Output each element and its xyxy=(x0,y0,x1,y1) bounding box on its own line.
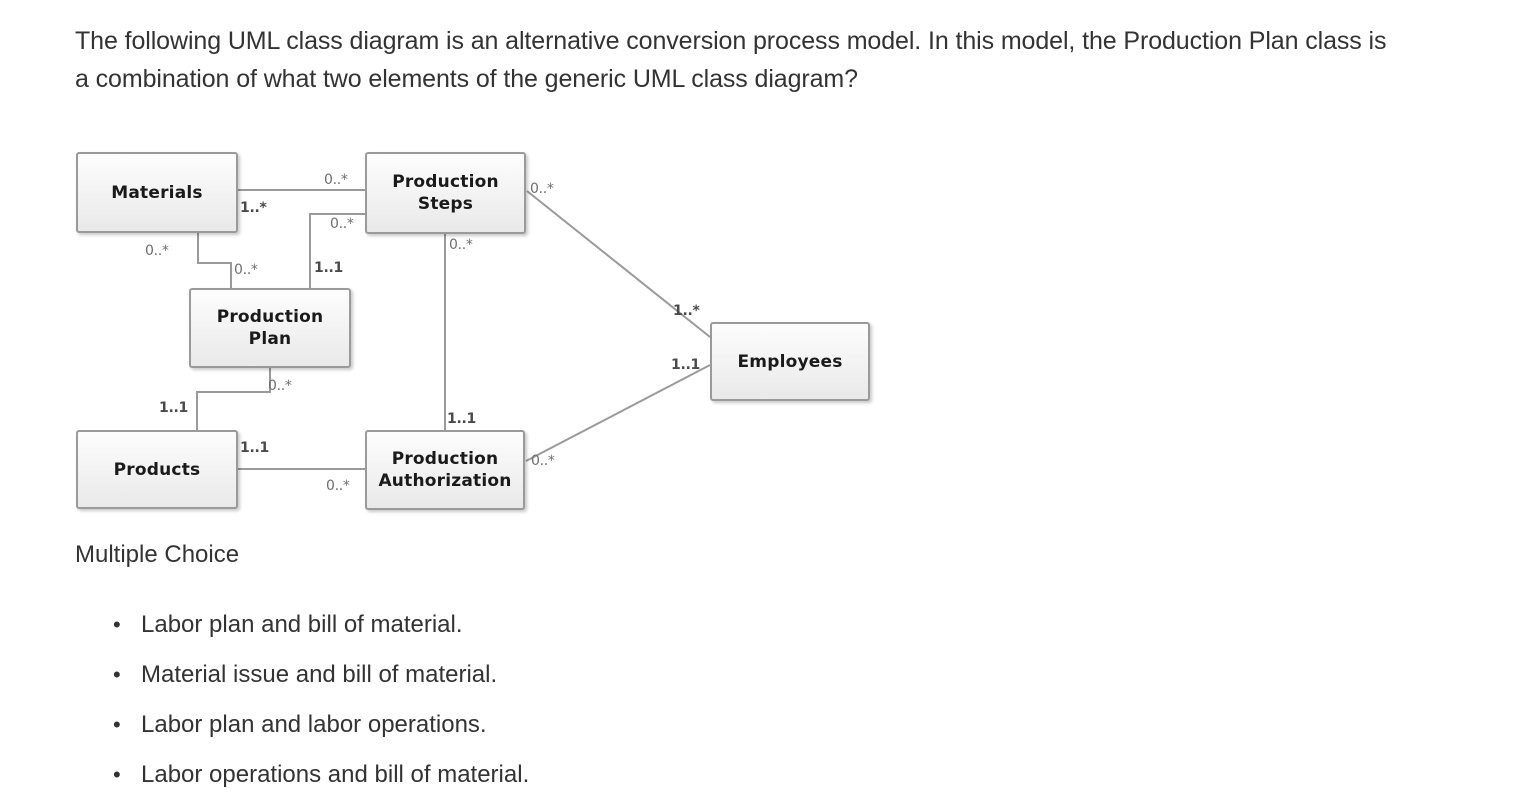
multiplicity-products-auth-source: 1..1 xyxy=(240,440,269,456)
multiplicity-materials-plan-target: 0..* xyxy=(234,262,258,278)
multiplicity-auth-employees-source: 0..* xyxy=(531,453,555,469)
answer-options-list: Labor plan and bill of material. Materia… xyxy=(75,600,1013,800)
multiplicity-plan-products-target: 1..1 xyxy=(159,400,188,416)
answer-option[interactable]: Material issue and bill of material. xyxy=(113,650,1013,700)
answer-option[interactable]: Labor plan and labor operations. xyxy=(113,700,1013,750)
uml-class-production-steps[interactable]: Production Steps xyxy=(365,152,526,234)
link-materials-production-plan xyxy=(197,233,232,288)
link-production-plan-production-steps xyxy=(309,213,365,288)
link-production-authorization-employees xyxy=(525,364,711,462)
uml-class-production-plan-label: Production Plan xyxy=(216,307,324,349)
uml-class-materials[interactable]: Materials xyxy=(76,152,238,233)
multiplicity-steps-auth-target: 1..1 xyxy=(447,411,476,427)
uml-class-products[interactable]: Products xyxy=(76,430,238,509)
multiplicity-steps-employees-source: 0..* xyxy=(530,181,554,197)
uml-class-employees-label: Employees xyxy=(737,351,843,372)
multiplicity-auth-employees-target: 1..1 xyxy=(671,357,700,373)
multiplicity-products-auth-target: 0..* xyxy=(326,478,350,494)
link-production-steps-employees xyxy=(526,190,711,338)
uml-class-products-label: Products xyxy=(113,459,201,480)
uml-class-employees[interactable]: Employees xyxy=(710,322,870,401)
multiplicity-materials-steps-target: 0..* xyxy=(324,172,348,188)
question-prompt: The following UML class diagram is an al… xyxy=(75,27,1387,93)
uml-class-production-authorization[interactable]: Production Authorization xyxy=(365,430,525,510)
uml-class-production-authorization-label: Production Authorization xyxy=(378,449,512,491)
uml-class-production-plan[interactable]: Production Plan xyxy=(189,288,351,368)
multiplicity-steps-auth-source: 0..* xyxy=(449,237,473,253)
multiplicity-plan-steps-target: 0..* xyxy=(330,216,354,232)
answer-option[interactable]: Labor plan and bill of material. xyxy=(113,600,1013,650)
multiplicity-materials-steps-source: 1..* xyxy=(240,200,267,216)
uml-class-production-steps-label: Production Steps xyxy=(392,172,499,214)
multiplicity-plan-products-source: 0..* xyxy=(268,378,292,394)
multiplicity-steps-employees-target: 1..* xyxy=(673,303,700,319)
answer-option[interactable]: Labor operations and bill of material. xyxy=(113,750,1013,800)
uml-class-materials-label: Materials xyxy=(111,182,203,203)
link-production-plan-products xyxy=(196,368,271,430)
multiplicity-plan-steps-source: 1..1 xyxy=(314,260,343,276)
multiple-choice-heading: Multiple Choice xyxy=(75,541,240,568)
multiplicity-materials-plan-source: 0..* xyxy=(145,243,169,259)
